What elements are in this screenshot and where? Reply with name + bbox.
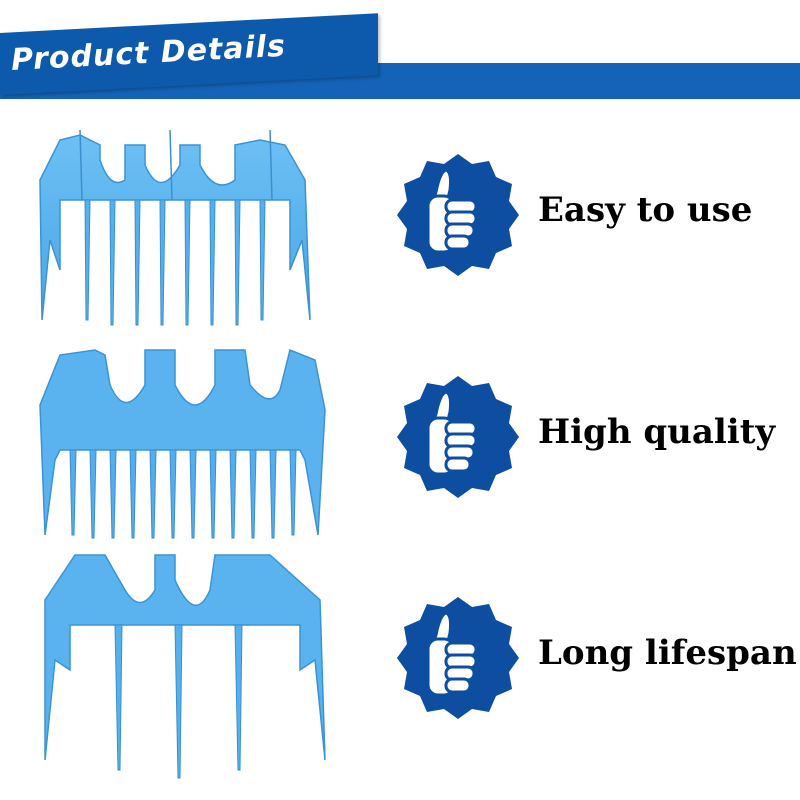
feature-label: Easy to use bbox=[538, 190, 753, 230]
feature-label: High quality bbox=[538, 412, 776, 452]
feature-high-quality: High quality bbox=[388, 372, 800, 498]
comb-images bbox=[20, 120, 350, 800]
feature-label: Long lifespan bbox=[538, 633, 797, 673]
feature-long-lifespan: Long lifespan bbox=[388, 593, 800, 719]
thumbs-up-icon bbox=[397, 597, 519, 719]
feature-easy-to-use: Easy to use bbox=[388, 150, 800, 276]
thumbs-up-icon bbox=[397, 154, 519, 276]
comb-guide-large bbox=[39, 129, 311, 326]
thumbs-up-icon bbox=[397, 376, 519, 498]
comb-guide-medium bbox=[39, 348, 326, 539]
comb-guide-small bbox=[44, 554, 326, 779]
